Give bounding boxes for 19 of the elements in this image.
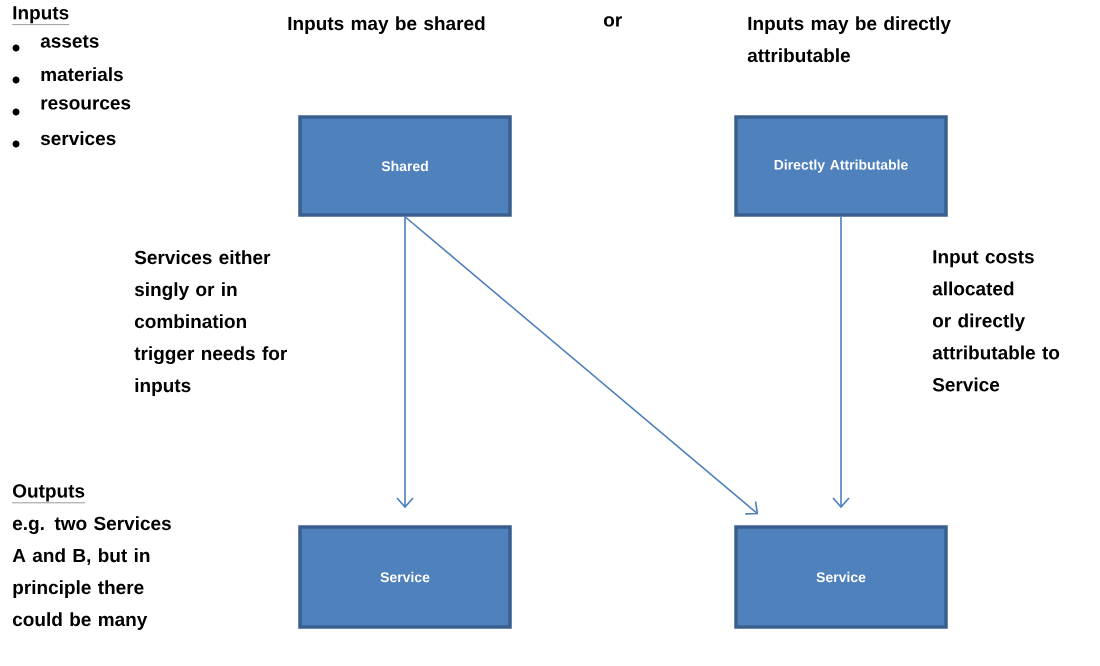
note-text: Input costs allocated or directly attributable to Service bbox=[932, 250, 1060, 392]
heading: Outputs bbox=[12, 484, 86, 503]
process-box: Service bbox=[734, 525, 948, 629]
note-text: e.g. two Services A and B, but in principle there could be many bbox=[12, 516, 171, 630]
note-text: Inputs may be directly attributable bbox=[747, 16, 951, 63]
process-box: Directly Attributable bbox=[734, 115, 948, 217]
note-text: or bbox=[603, 16, 622, 27]
list-item: materials bbox=[41, 67, 123, 82]
note-text: Inputs may be shared bbox=[288, 16, 485, 34]
arrow bbox=[396, 215, 414, 509]
list-item: assets bbox=[40, 35, 99, 48]
process-box: Shared bbox=[298, 115, 512, 217]
note-text: Services either singly or in combination trigger needs for inputs bbox=[134, 250, 287, 396]
arrow bbox=[832, 215, 850, 509]
arrow bbox=[404, 215, 759, 515]
process-box: Service bbox=[298, 525, 512, 629]
list-item: resources bbox=[41, 99, 131, 110]
heading: Inputs bbox=[12, 6, 70, 25]
list-item: services bbox=[40, 131, 116, 146]
